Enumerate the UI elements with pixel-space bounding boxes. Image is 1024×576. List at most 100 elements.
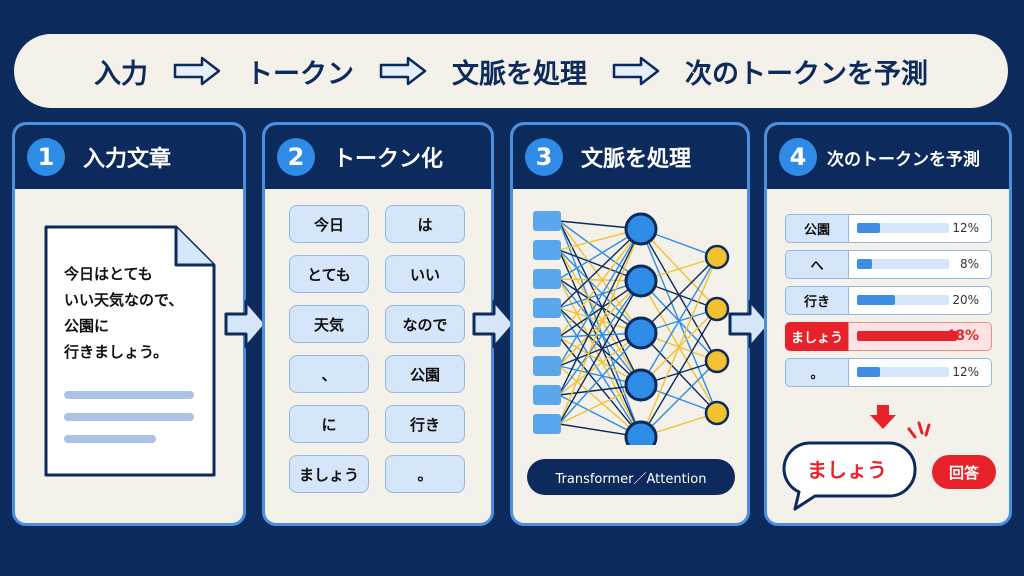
panel-tokenize: 2 トークン化 今日 は とても いい 天気 なので 、 公園 に 行き ましょ…	[262, 122, 494, 526]
input-node	[533, 269, 561, 289]
panel-title: 文脈を処理	[581, 147, 692, 172]
emphasis-marks-icon	[907, 421, 931, 439]
network-connection	[558, 249, 642, 386]
prediction-token: へ	[785, 250, 848, 279]
input-node	[533, 414, 561, 434]
network-connection	[558, 220, 642, 334]
input-sentence: 今日はとても いい天気なので、 公園に 行きましょう。	[64, 265, 184, 361]
probability-bar	[857, 223, 880, 233]
input-node	[533, 298, 561, 318]
panel-header: 2 トークン化	[265, 125, 491, 189]
text-line	[64, 413, 194, 421]
network-connection	[640, 256, 718, 438]
probability-percent: 12%	[952, 221, 979, 235]
prediction-token: ましょう	[785, 322, 848, 351]
token-chip: なので	[385, 305, 465, 343]
network-connection	[558, 220, 642, 386]
pipeline-step-context: 文脈を処理	[452, 58, 587, 90]
probability-bar-container: 8%	[848, 250, 992, 279]
prediction-row: 行き 20%	[785, 286, 992, 315]
token-chip: 行き	[385, 405, 465, 443]
network-connection	[640, 308, 718, 438]
network-connection	[558, 280, 642, 425]
network-connection	[558, 280, 642, 396]
token-chip: は	[385, 205, 465, 243]
probability-bar-track	[857, 259, 949, 269]
token-chip: 、	[289, 355, 369, 393]
hidden-node	[624, 316, 658, 350]
token-chip: 天気	[289, 305, 369, 343]
probability-percent: 8%	[959, 257, 979, 271]
token-chip: に	[289, 405, 369, 443]
input-node	[533, 327, 561, 347]
probability-bar-container: 48%	[848, 322, 992, 351]
probability-percent: 20%	[952, 293, 979, 307]
token-chip: ましょう	[289, 455, 369, 493]
prediction-token: 行き	[785, 286, 848, 315]
probability-percent: 48%	[945, 328, 979, 344]
input-node	[533, 356, 561, 376]
token-chip: とても	[289, 255, 369, 293]
network-connection	[558, 280, 642, 367]
input-node	[533, 240, 561, 260]
input-node	[533, 211, 561, 231]
hidden-node	[624, 264, 658, 298]
probability-bar-track	[857, 295, 949, 305]
prediction-token: 。	[785, 358, 848, 387]
network-connection	[558, 228, 642, 425]
network-connection	[558, 228, 642, 367]
panel-header: 1 入力文章	[15, 125, 243, 189]
probability-bar	[857, 295, 895, 305]
hidden-node	[624, 212, 658, 246]
pipeline-step-predict: 次のトークンを予測	[685, 58, 928, 90]
network-connection	[558, 332, 642, 425]
token-chip: 公園	[385, 355, 465, 393]
output-node	[704, 400, 730, 426]
network-label: Transformer／Attention	[527, 459, 735, 495]
right-arrow-icon	[173, 56, 221, 86]
network-connection	[558, 278, 642, 438]
right-arrow-icon	[612, 56, 660, 86]
network-connection	[558, 228, 642, 309]
token-chip: 。	[385, 455, 465, 493]
probability-bar	[857, 331, 957, 341]
step-number: 4	[779, 138, 817, 176]
down-arrow-icon	[870, 405, 896, 429]
output-node	[704, 348, 730, 374]
token-chip: 今日	[289, 205, 369, 243]
panel-title: 次のトークンを予測	[827, 149, 980, 170]
prediction-row: へ 8%	[785, 250, 992, 279]
network-connection	[558, 220, 642, 282]
right-arrow-icon	[379, 56, 427, 86]
probability-bar-track	[857, 367, 949, 377]
hidden-node	[624, 368, 658, 402]
network-connection	[558, 307, 642, 386]
probability-bar	[857, 259, 872, 269]
probability-bar-track	[857, 223, 949, 233]
network-connection	[640, 256, 718, 386]
network-connection	[558, 307, 642, 438]
speech-bubble-icon	[782, 441, 917, 511]
neural-network-diagram	[533, 211, 730, 445]
pipeline-step-token: トークン	[246, 58, 354, 90]
probability-bar-container: 12%	[848, 358, 992, 387]
answer-badge: 回答	[932, 455, 996, 489]
network-connection	[558, 336, 642, 438]
flow-arrow-icon	[472, 299, 516, 349]
network-connection	[558, 228, 642, 338]
text-line	[64, 391, 194, 399]
network-connection	[558, 220, 642, 438]
network-connection	[558, 249, 642, 334]
input-node	[533, 385, 561, 405]
step-number: 3	[525, 138, 563, 176]
output-node	[704, 296, 730, 322]
panel-title: トークン化	[333, 147, 444, 172]
network-connection	[558, 332, 642, 396]
network-connection	[640, 360, 718, 438]
panel-context: 3 文脈を処理 Transformer／Attention	[510, 122, 750, 526]
probability-percent: 12%	[952, 365, 979, 379]
network-connection	[558, 365, 642, 438]
text-line	[64, 435, 156, 443]
